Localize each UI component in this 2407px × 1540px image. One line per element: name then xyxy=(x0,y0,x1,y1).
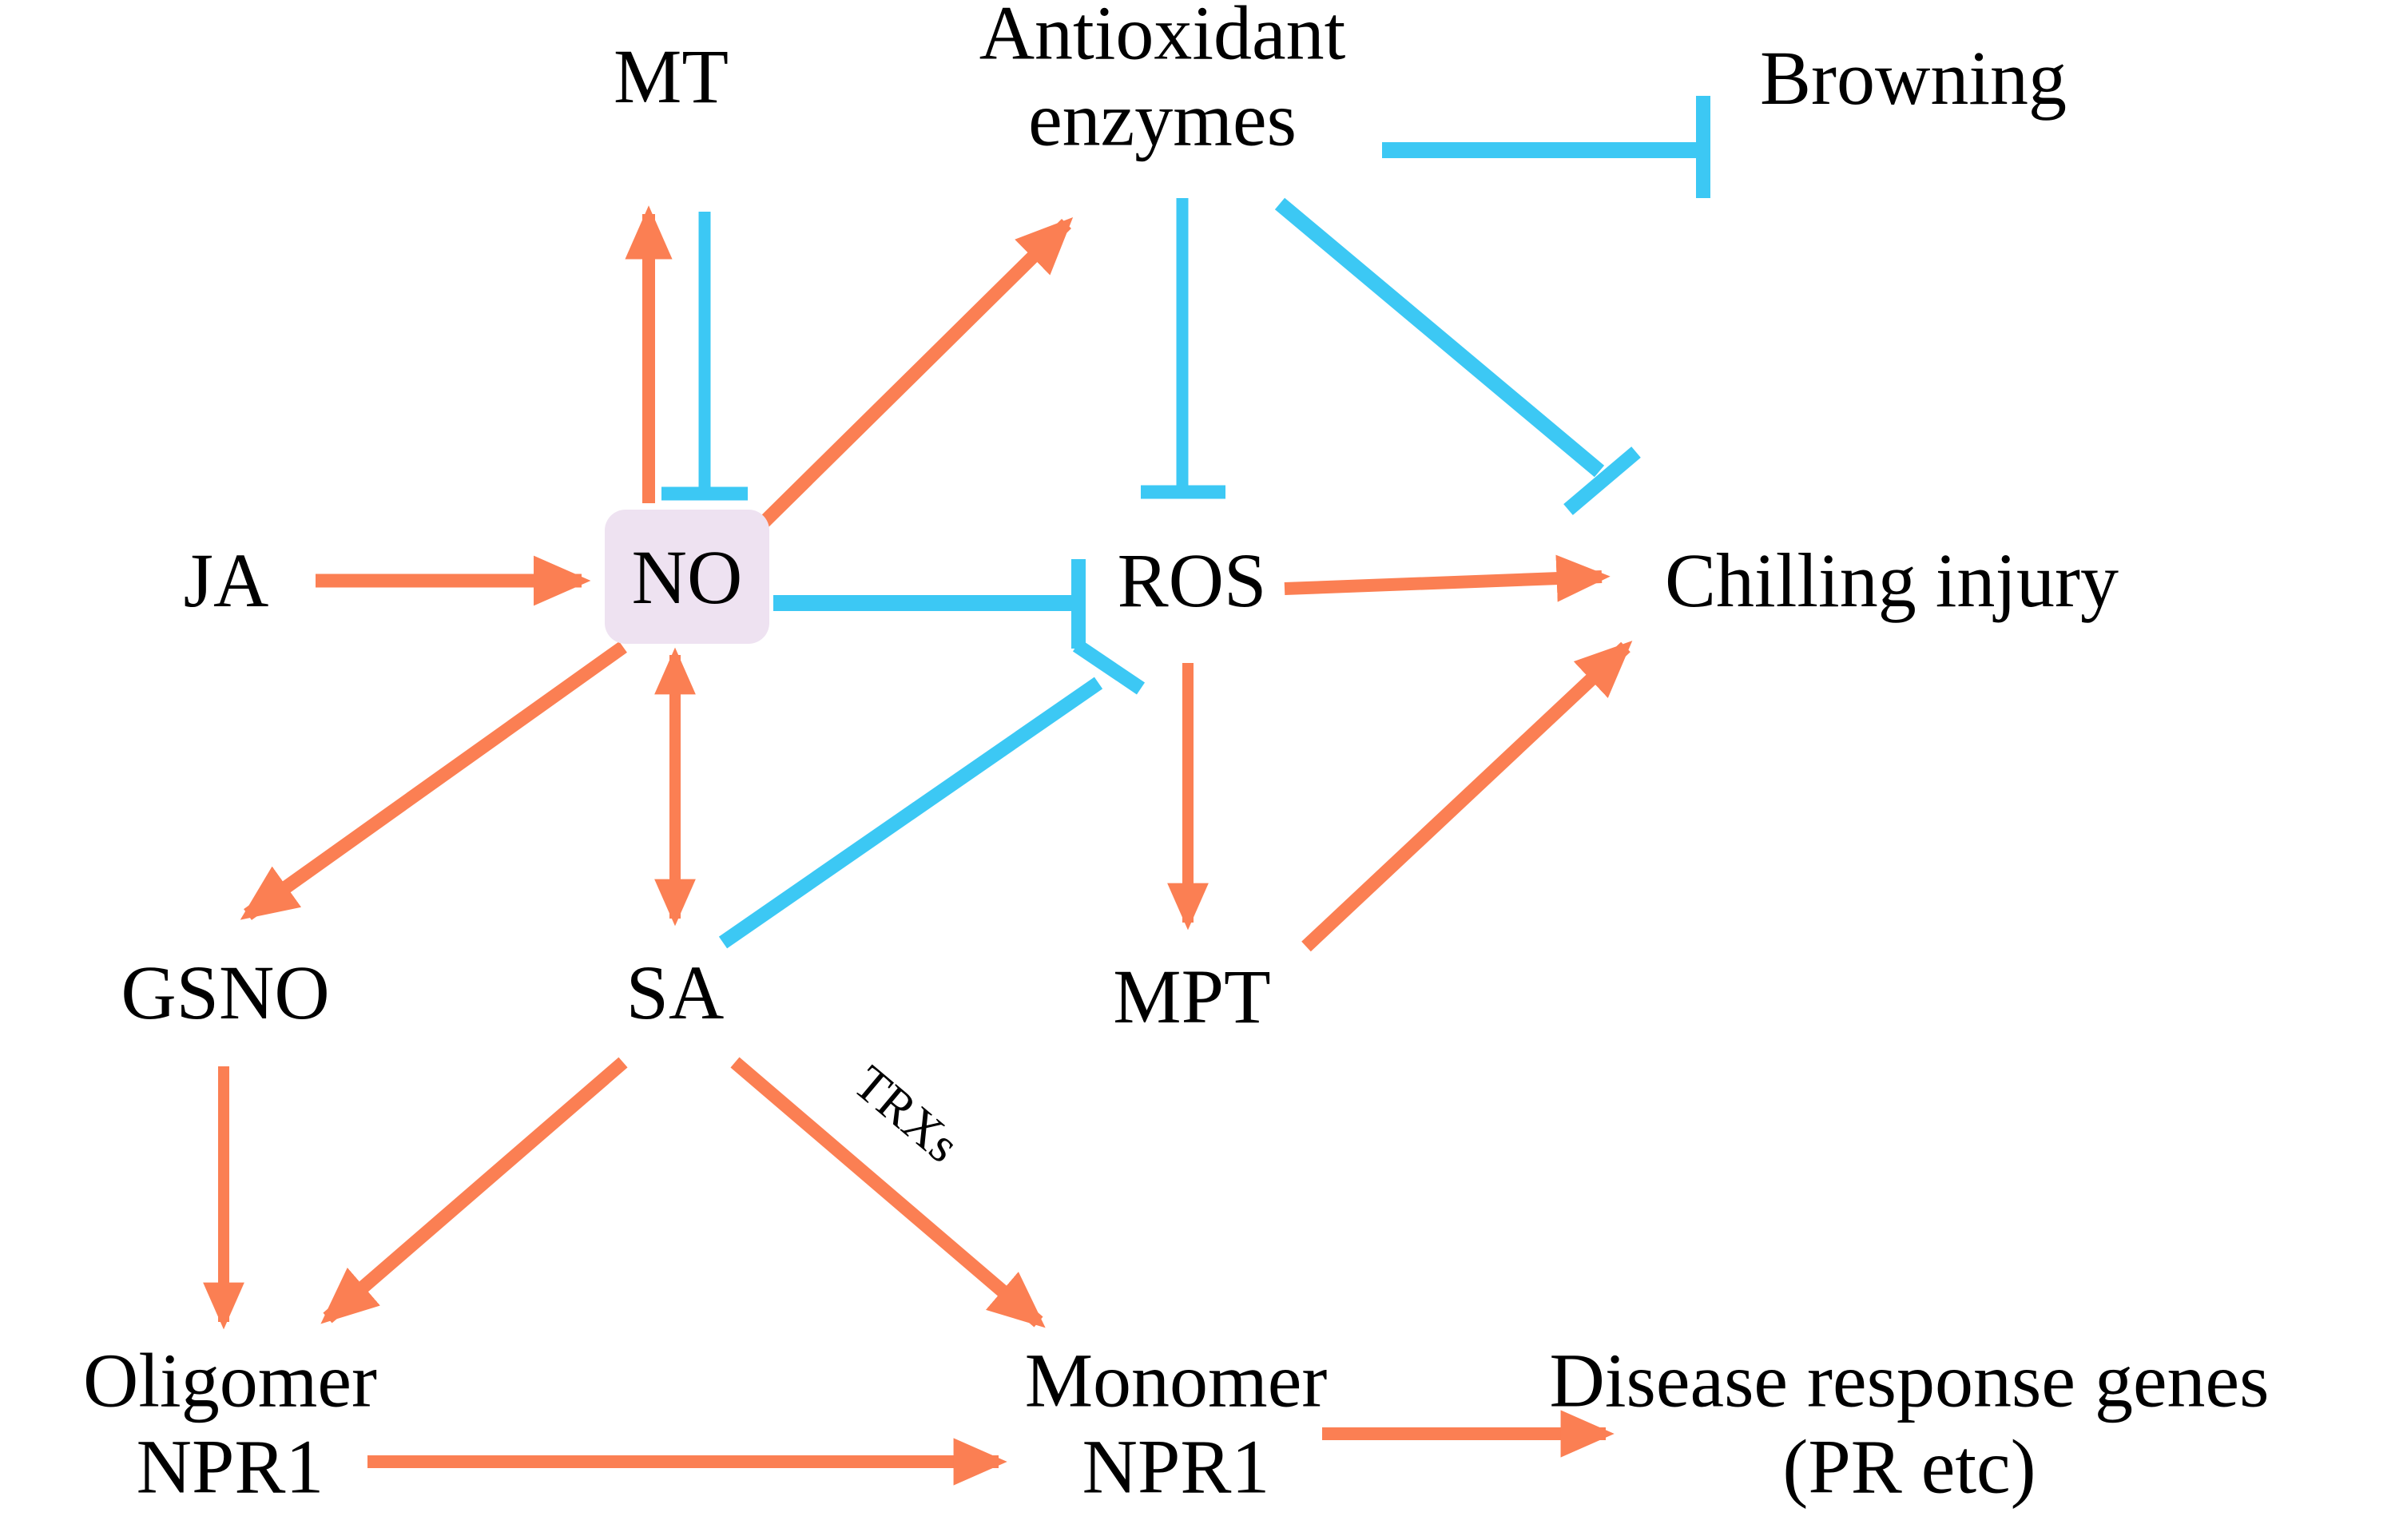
edge-no-to-antioxidant-enzymes xyxy=(754,216,1074,533)
node-mpt[interactable]: MPT xyxy=(1113,954,1271,1040)
edge-antioxidant-inhibits-browning xyxy=(1382,96,1710,198)
edge-mt-inhibits-no xyxy=(661,212,748,501)
node-ja[interactable]: JA xyxy=(183,538,269,624)
edge-antioxidant-inhibits-chilling-injury xyxy=(1274,197,1641,515)
edge-no-to-gsno xyxy=(240,641,627,920)
node-ros[interactable]: ROS xyxy=(1117,538,1267,624)
node-gsno[interactable]: GSNO xyxy=(121,950,330,1036)
node-disease-response-genes[interactable]: Disease response genes (PR etc) xyxy=(1549,1337,2270,1509)
node-no[interactable]: NO xyxy=(605,510,769,644)
edge-no-inhibits-ros xyxy=(773,559,1086,649)
edge-sa-to-oligomer-npr1 xyxy=(320,1057,628,1324)
edge-sa-inhibits-ros xyxy=(718,639,1146,949)
edge-antioxidant-inhibits-ros xyxy=(1141,198,1225,499)
node-browning[interactable]: Browning xyxy=(1760,35,2067,121)
edge-ros-to-chilling-injury xyxy=(1284,554,1611,602)
node-oligomer-npr1[interactable]: Oligomer NPR1 xyxy=(83,1337,377,1509)
node-mt[interactable]: MT xyxy=(614,34,729,120)
node-monomer-npr1[interactable]: Monomer NPR1 xyxy=(1024,1337,1328,1509)
edge-mpt-to-chilling-injury xyxy=(1301,641,1633,952)
node-sa[interactable]: SA xyxy=(626,950,725,1036)
node-antioxidant-enzymes[interactable]: Antioxidant enzymes xyxy=(979,0,1346,161)
edge-sa-to-monomer-npr1 xyxy=(730,1057,1046,1328)
node-chilling-injury[interactable]: Chilling injury xyxy=(1664,538,2119,624)
